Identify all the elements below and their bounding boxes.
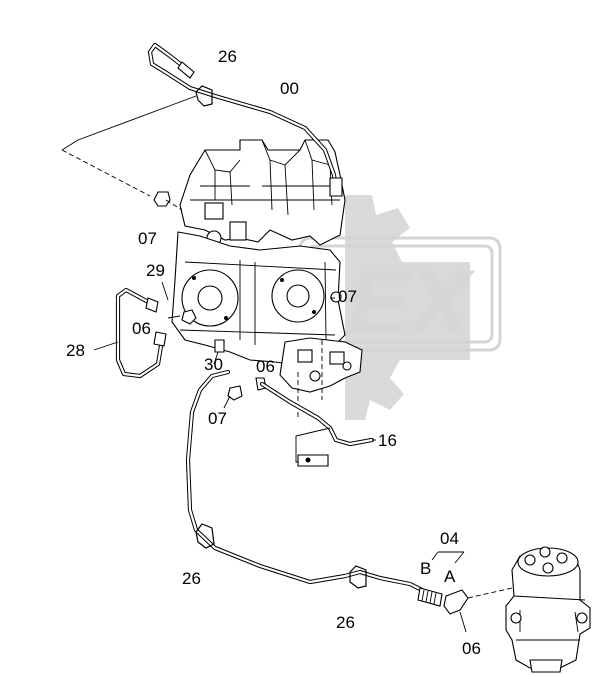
leader-06-left — [167, 315, 181, 319]
manifold-port-1 — [297, 349, 313, 363]
leader-30 — [213, 351, 219, 365]
manifold-port-4 — [342, 361, 352, 371]
manifold-port-2 — [329, 351, 345, 365]
hose-16 — [259, 381, 375, 467]
hose-16-connector — [297, 454, 329, 467]
leader-29 — [161, 281, 169, 301]
leader-06-bottom — [459, 611, 467, 633]
leader-28 — [93, 341, 119, 351]
watermark-logo: EX — [298, 195, 502, 420]
callout-04: 04 — [440, 529, 459, 548]
clamp-26-top — [195, 85, 213, 107]
elbow-fitting-06 — [443, 589, 469, 615]
watermark-text: EX — [348, 252, 475, 354]
hose-end-fitting-04 — [417, 587, 443, 607]
callout-07-left: 07 — [138, 229, 157, 248]
valve-top-block — [179, 139, 346, 246]
steering-port-1 — [510, 612, 522, 624]
hose-28-fitting-top — [145, 297, 159, 313]
callout-26-bm: 26 — [336, 613, 355, 632]
callout-29: 29 — [146, 261, 165, 280]
steering-port-2 — [576, 612, 588, 624]
pump-flange-left-inner — [197, 285, 223, 311]
fitting-30 — [214, 339, 225, 353]
fitting-07-bottom — [227, 385, 243, 401]
valve-fitting-2 — [229, 221, 247, 241]
leader-dashed-to-fitting — [61, 149, 151, 197]
control-valve-assembly — [153, 139, 363, 418]
callout-26-bl: 26 — [182, 569, 201, 588]
callout-a: A — [444, 567, 456, 586]
hose-28 — [115, 287, 167, 379]
callout-06-br: 06 — [462, 639, 481, 658]
watermark-gear — [345, 195, 470, 420]
callout-b: B — [420, 559, 431, 578]
clamp-26-bottom-middle — [349, 565, 367, 589]
hose-00-end-fitting-top — [177, 61, 195, 79]
fitting-07-right — [330, 291, 342, 303]
steering-unit — [505, 546, 591, 673]
fitting-07-top — [153, 191, 171, 207]
callout-07-bottom: 07 — [208, 409, 227, 428]
leader-dashed-top — [61, 95, 197, 151]
callout-07-right: 07 — [338, 287, 357, 306]
hose-long-bottom — [185, 369, 443, 607]
callout-06-mid: 06 — [256, 357, 275, 376]
callout-28: 28 — [66, 341, 85, 360]
leader-04-bracket — [431, 551, 465, 564]
valve-fitting-1 — [204, 202, 224, 220]
dashed-to-orbitrol — [467, 587, 513, 599]
callout-00: 00 — [280, 79, 299, 98]
clamp-26-bottom-left — [195, 523, 215, 549]
pump-flange-right-inner — [286, 284, 310, 308]
callout-30: 30 — [204, 355, 223, 374]
fitting-06-left — [181, 309, 197, 325]
leader-07-bottom — [223, 395, 231, 409]
hose-00-end-fitting-bottom — [329, 177, 343, 197]
callout-16: 16 — [378, 431, 397, 450]
hose-28-fitting-bottom — [153, 331, 167, 347]
callout-26-top: 26 — [218, 47, 237, 66]
manifold-port-3 — [309, 370, 321, 382]
hose-00 — [147, 42, 343, 197]
callout-06-left: 06 — [132, 319, 151, 338]
